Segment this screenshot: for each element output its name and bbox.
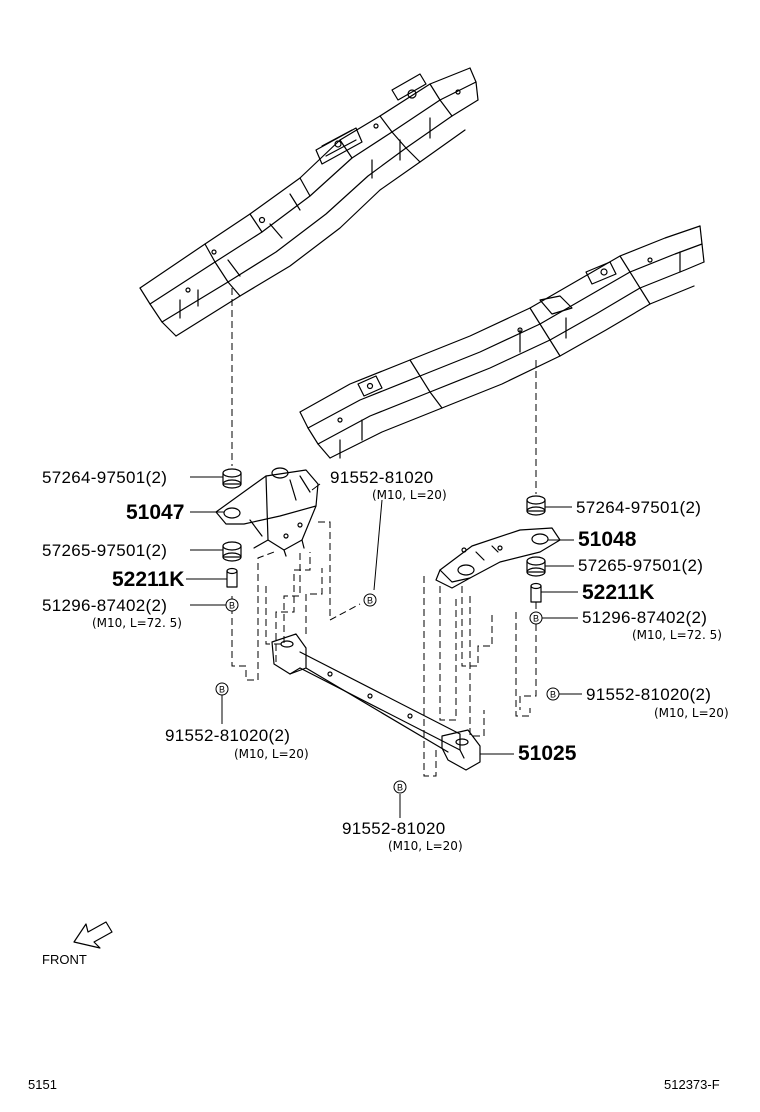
bolt-marker-right-lower bbox=[546, 687, 560, 701]
bolt-marker-bottom bbox=[393, 780, 407, 794]
part-label-52211k-right: 52211K bbox=[582, 581, 655, 604]
footer-figure-code: 5151 bbox=[28, 1077, 57, 1092]
bolt-letter: B bbox=[533, 614, 539, 624]
mount-bracket-51048 bbox=[435, 527, 561, 589]
part-spec-91552-left: (M10, L=20) bbox=[234, 747, 309, 761]
part-spec-91552-bottom: (M10, L=20) bbox=[388, 839, 463, 853]
bolt-letter: B bbox=[367, 596, 373, 606]
front-arrow-icon bbox=[73, 921, 113, 949]
part-spec-91552-right: (M10, L=20) bbox=[654, 706, 729, 720]
assembly-guides bbox=[231, 288, 537, 777]
collar-right bbox=[530, 582, 542, 603]
front-label: FRONT bbox=[42, 952, 87, 967]
part-label-51296-left: 51296-87402(2) bbox=[42, 596, 168, 615]
part-label-51048: 51048 bbox=[578, 528, 637, 551]
part-label-91552-bottom: 91552-81020 bbox=[342, 819, 446, 838]
left-frame-rail bbox=[139, 67, 479, 337]
mount-bracket-51047 bbox=[215, 467, 319, 557]
collar-left bbox=[226, 567, 238, 588]
footer-illustration-id: 512373-F bbox=[664, 1077, 720, 1092]
part-label-51047: 51047 bbox=[126, 501, 185, 524]
bolt-marker-left-lower bbox=[215, 682, 229, 696]
part-label-57265-left: 57265-97501(2) bbox=[42, 541, 168, 560]
part-spec-91552-top: (M10, L=20) bbox=[372, 488, 447, 502]
rubber-cushion-lower-right bbox=[526, 556, 546, 577]
bolt-marker-top bbox=[363, 593, 377, 607]
part-label-91552-left: 91552-81020(2) bbox=[165, 726, 291, 745]
part-spec-51296-right: (M10, L=72. 5) bbox=[632, 628, 722, 642]
part-spec-51296-left: (M10, L=72. 5) bbox=[92, 616, 182, 630]
part-label-51296-right: 51296-87402(2) bbox=[582, 608, 708, 627]
part-label-52211k-left: 52211K bbox=[112, 568, 185, 591]
part-label-57264-left: 57264-97501(2) bbox=[42, 468, 168, 487]
bolt-letter: B bbox=[550, 690, 556, 700]
bolt-markers bbox=[215, 593, 560, 794]
rubber-cushion-lower-left bbox=[222, 541, 242, 562]
bolt-letter: B bbox=[229, 601, 235, 611]
bolt-marker-letters: B B B B B B bbox=[219, 596, 556, 793]
leader-lines bbox=[186, 476, 582, 818]
bolt-letter: B bbox=[397, 783, 403, 793]
part-label-91552-top: 91552-81020 bbox=[330, 468, 434, 487]
rubber-cushion-upper-right bbox=[526, 495, 546, 516]
bolt-letter: B bbox=[219, 685, 225, 695]
part-label-91552-right: 91552-81020(2) bbox=[586, 685, 712, 704]
right-frame-rail bbox=[299, 225, 705, 459]
bolt-marker-left-upper bbox=[225, 598, 239, 612]
part-label-57264-right: 57264-97501(2) bbox=[576, 498, 702, 517]
part-label-51025: 51025 bbox=[518, 742, 577, 765]
rubber-cushion-upper-left bbox=[222, 468, 242, 489]
bolt-marker-right-upper bbox=[529, 611, 543, 625]
part-label-57265-right: 57265-97501(2) bbox=[578, 556, 704, 575]
